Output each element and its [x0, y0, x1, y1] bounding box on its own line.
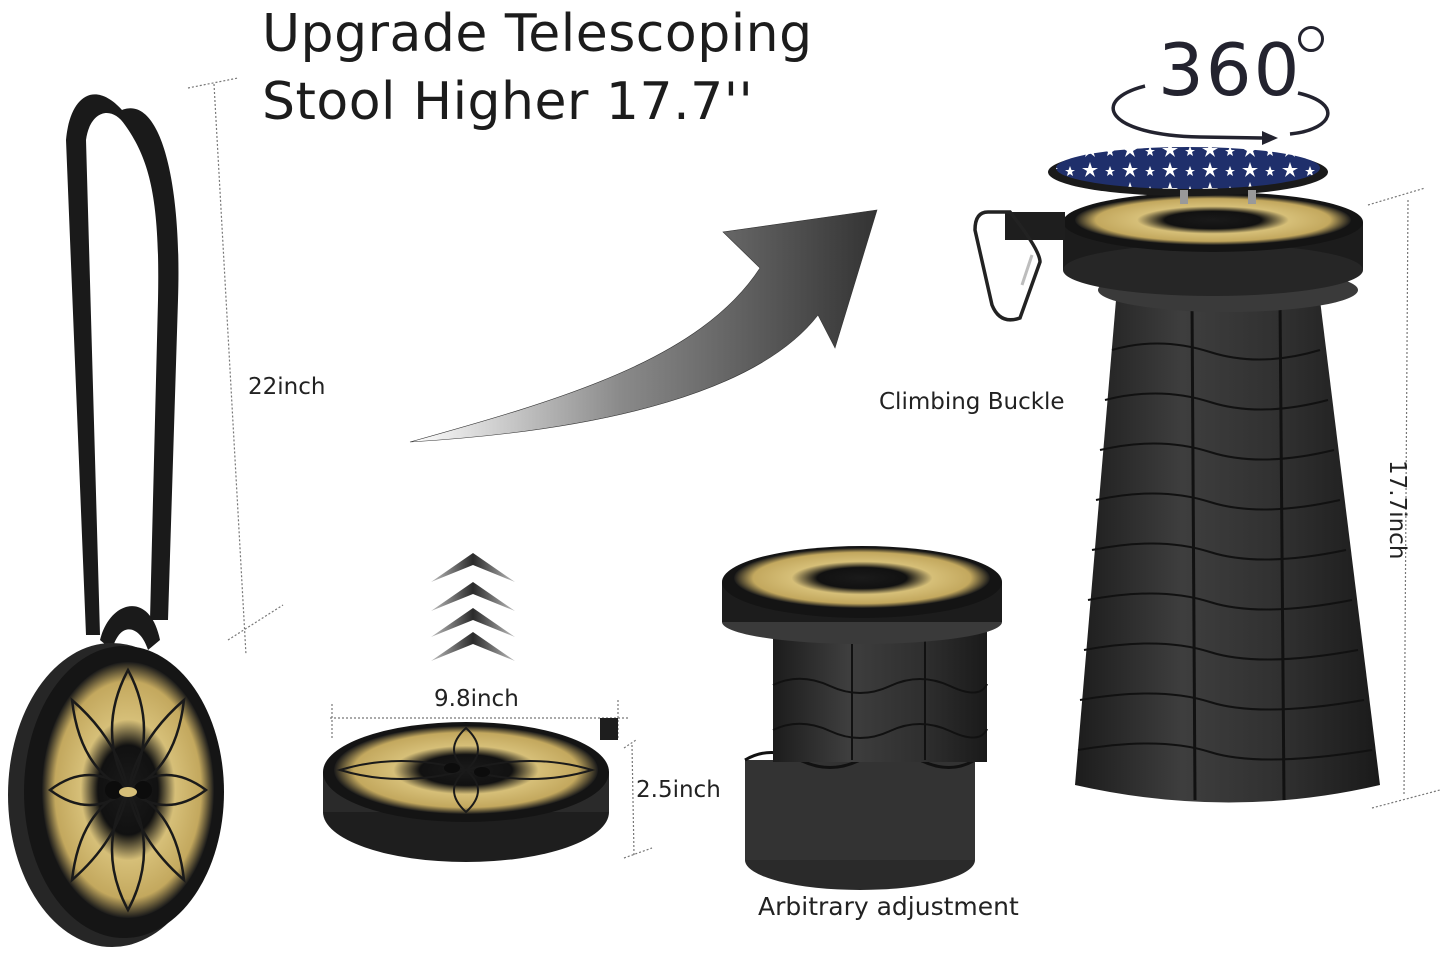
degree-symbol-icon — [1298, 26, 1324, 52]
medium-stool — [722, 546, 1002, 890]
headline-line-2: Stool Higher 17.7'' — [262, 72, 754, 132]
climbing-buckle-label: Climbing Buckle — [879, 389, 1065, 415]
rotate-arrow-icon — [1111, 84, 1330, 145]
diameter-label: 9.8inch — [434, 686, 519, 712]
rotation-degrees-label: 360 — [1158, 28, 1302, 112]
headline-line-1: Upgrade Telescoping — [262, 4, 813, 64]
tall-stool — [973, 147, 1380, 803]
folded-height-label: 2.5inch — [636, 777, 721, 803]
folded-stool-with-strap — [8, 94, 224, 947]
extended-height-label: 17.7inch — [1384, 460, 1410, 560]
up-chevrons-icon — [431, 553, 515, 661]
dimension-guides — [187, 77, 1441, 859]
growth-arrow-icon — [409, 209, 878, 443]
strap-length-label: 22inch — [248, 374, 326, 400]
folded-flat-stool — [323, 718, 618, 862]
headline: Upgrade Telescoping Stool Higher 17.7'' — [262, 0, 813, 136]
arbitrary-adjustment-label: Arbitrary adjustment — [758, 892, 1019, 921]
